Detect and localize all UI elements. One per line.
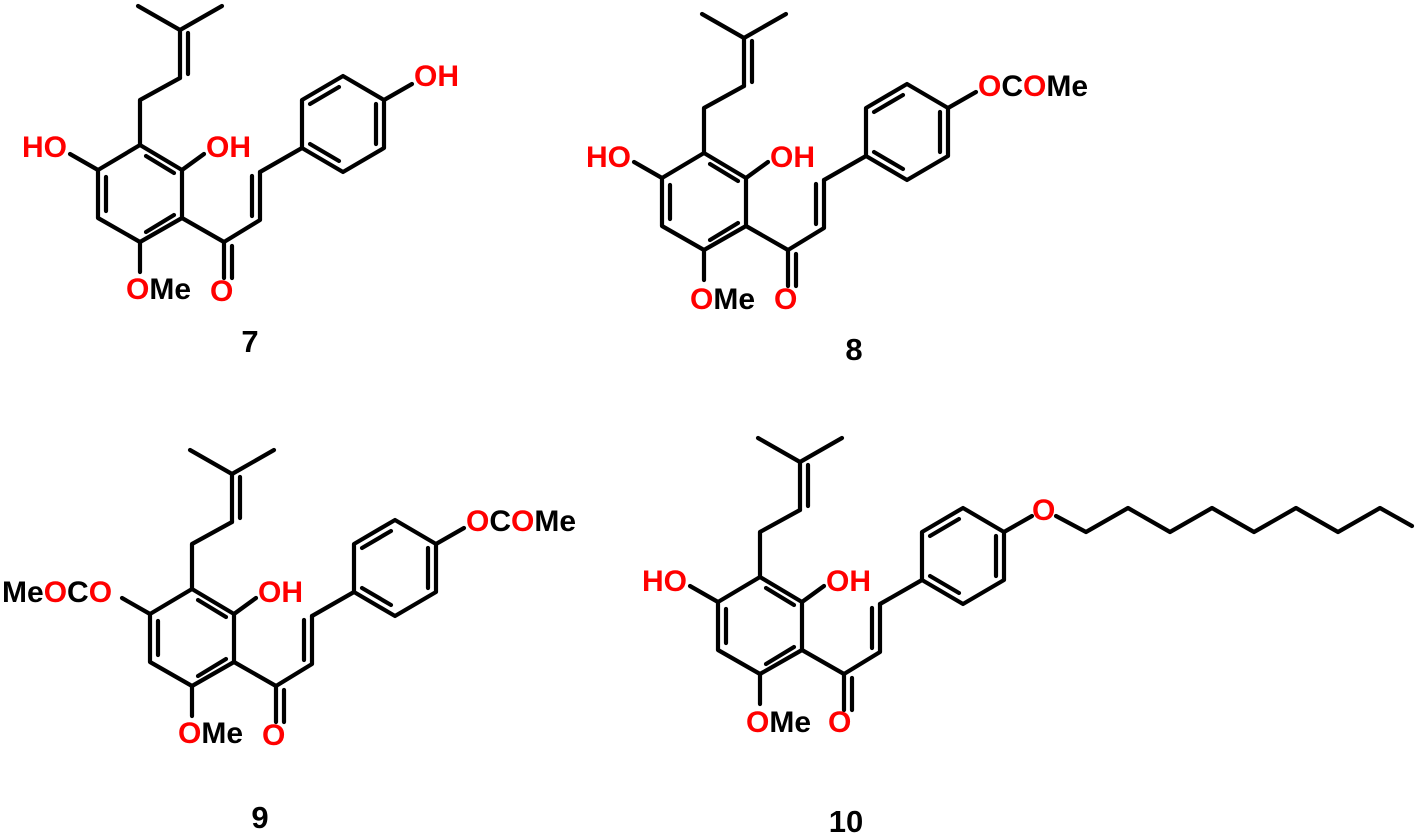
compound-7-number: 7	[241, 324, 258, 359]
compound-10-ome-label: OMe	[746, 706, 811, 739]
compound-7-ho-label: HO	[22, 131, 67, 164]
compound-7-para-oh-label: OH	[414, 60, 459, 93]
compound-8: HO OH OMe O OCOMe 8	[586, 11, 1088, 367]
compound-8-bonds	[631, 11, 979, 289]
compound-7-oh-label: OH	[206, 131, 251, 164]
compound-8-ome-label: OMe	[690, 283, 755, 316]
compound-10-ho-label: HO	[642, 565, 687, 598]
compound-9: MeOCO OH OMe O OCOMe 9	[2, 447, 576, 835]
compound-8-number: 8	[845, 332, 862, 367]
compound-10-decyl-chain	[1053, 505, 1415, 535]
compound-8-carbonyl-o-label: O	[774, 283, 797, 316]
compound-7: HO OH OMe O OH 7	[22, 3, 459, 359]
compound-10: HO OH OMe O O 10	[642, 435, 1415, 839]
compound-7-ome-label: OMe	[126, 273, 191, 306]
compound-7-bonds	[67, 3, 415, 281]
compound-10-bonds	[687, 435, 1415, 713]
compound-9-ome-label: OMe	[178, 717, 243, 750]
compound-9-para-ocome-label: OCOMe	[466, 505, 576, 538]
compound-9-oh-label: OH	[258, 576, 303, 609]
compound-10-number: 10	[829, 804, 863, 839]
compound-10-oh-label: OH	[826, 565, 871, 598]
compound-7-carbonyl-o-label: O	[210, 275, 233, 308]
compound-9-meoco-label: MeOCO	[2, 576, 112, 609]
compound-8-para-ocome-label: OCOMe	[978, 70, 1088, 103]
compound-8-oh-label: OH	[770, 141, 815, 174]
compound-10-para-o-label: O	[1032, 494, 1055, 527]
compound-9-number: 9	[251, 800, 268, 835]
compound-9-bonds	[119, 447, 467, 725]
compound-8-ho-label: HO	[586, 141, 631, 174]
compound-9-carbonyl-o-label: O	[262, 719, 285, 752]
compound-10-carbonyl-o-label: O	[828, 706, 851, 739]
